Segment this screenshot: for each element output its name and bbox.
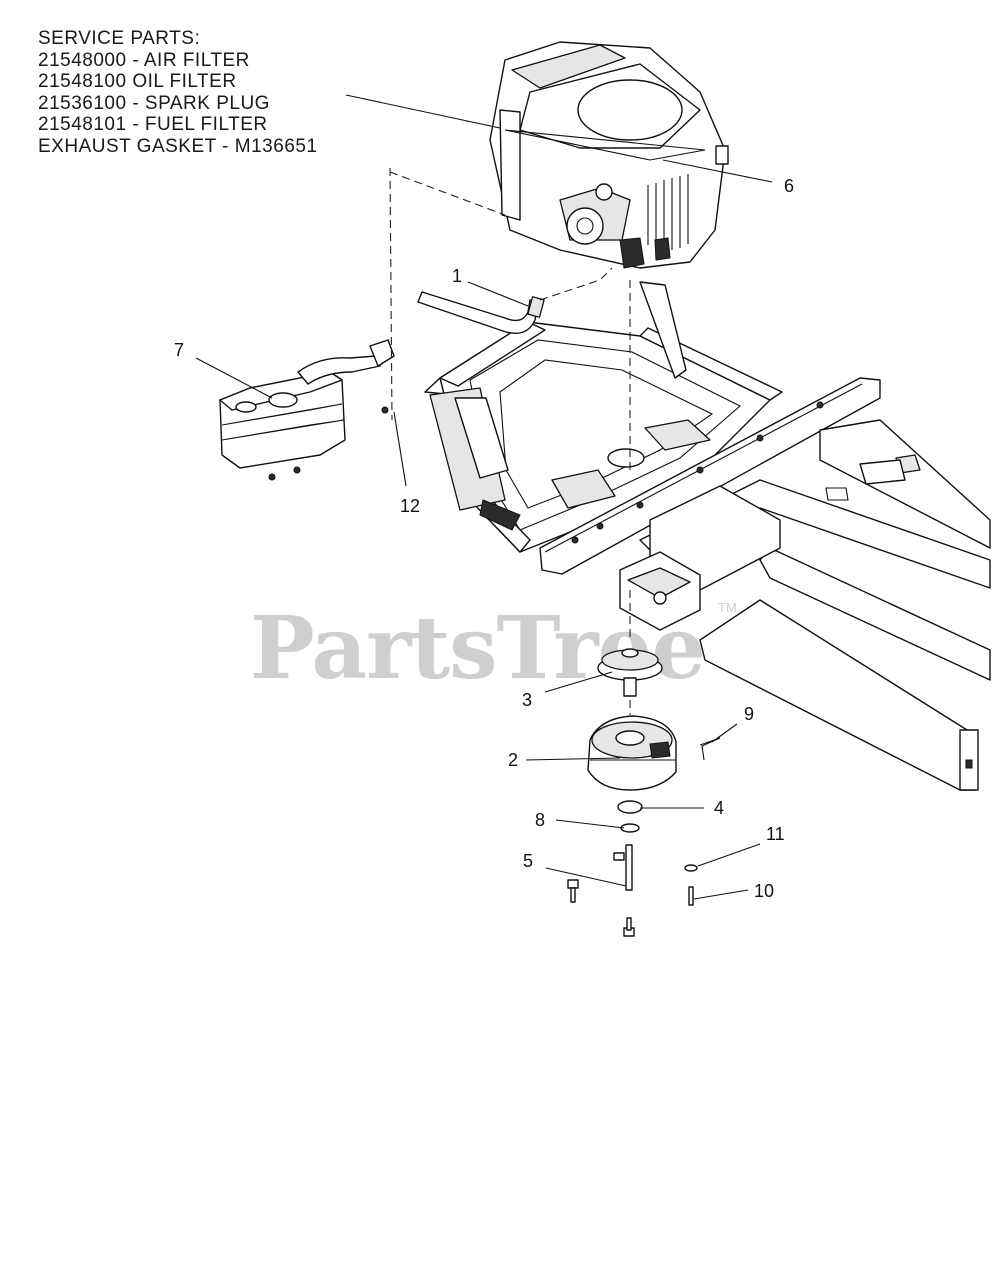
callout-10: 10 [754,881,774,901]
callout-12: 12 [400,496,420,516]
pulley-icon [597,648,663,697]
callout-7: 7 [174,340,184,360]
callout-1: 1 [452,266,462,286]
service-parts-heading: SERVICE PARTS: [38,28,201,49]
callout-5: 5 [523,851,533,871]
bolt-icon [567,844,694,937]
exhaust-pipe-icon [417,291,545,334]
key-icon [699,737,721,761]
muffler-icon [219,339,395,481]
service-parts-list: SERVICE PARTS: 21548000 - AIR FILTER 215… [38,28,318,157]
callout-2: 2 [508,750,518,770]
leader-lines [195,94,773,900]
callout-8: 8 [535,810,545,830]
watermark-tm: TM [718,600,737,615]
callout-9: 9 [744,704,754,724]
service-part-exhaust-gasket: EXHAUST GASKET - M136651 [38,135,318,157]
service-part-spark-plug: 21536100 - SPARK PLUG [38,92,270,114]
callout-6: 6 [784,176,794,196]
service-part-oil-filter: 21548100 OIL FILTER [38,71,237,92]
callout-3: 3 [522,690,532,710]
clutch-icon [587,715,677,791]
callout-4: 4 [714,798,724,818]
callout-11: 11 [766,824,785,844]
engine-icon [489,41,729,269]
assembly-lines [389,167,631,715]
frame-icon [424,281,991,791]
callout-numbers: 6 1 7 12 3 9 2 4 8 11 5 10 [174,176,794,901]
service-part-air-filter: 21548000 - AIR FILTER [38,49,250,71]
service-part-fuel-filter: 21548101 - FUEL FILTER [38,114,268,135]
